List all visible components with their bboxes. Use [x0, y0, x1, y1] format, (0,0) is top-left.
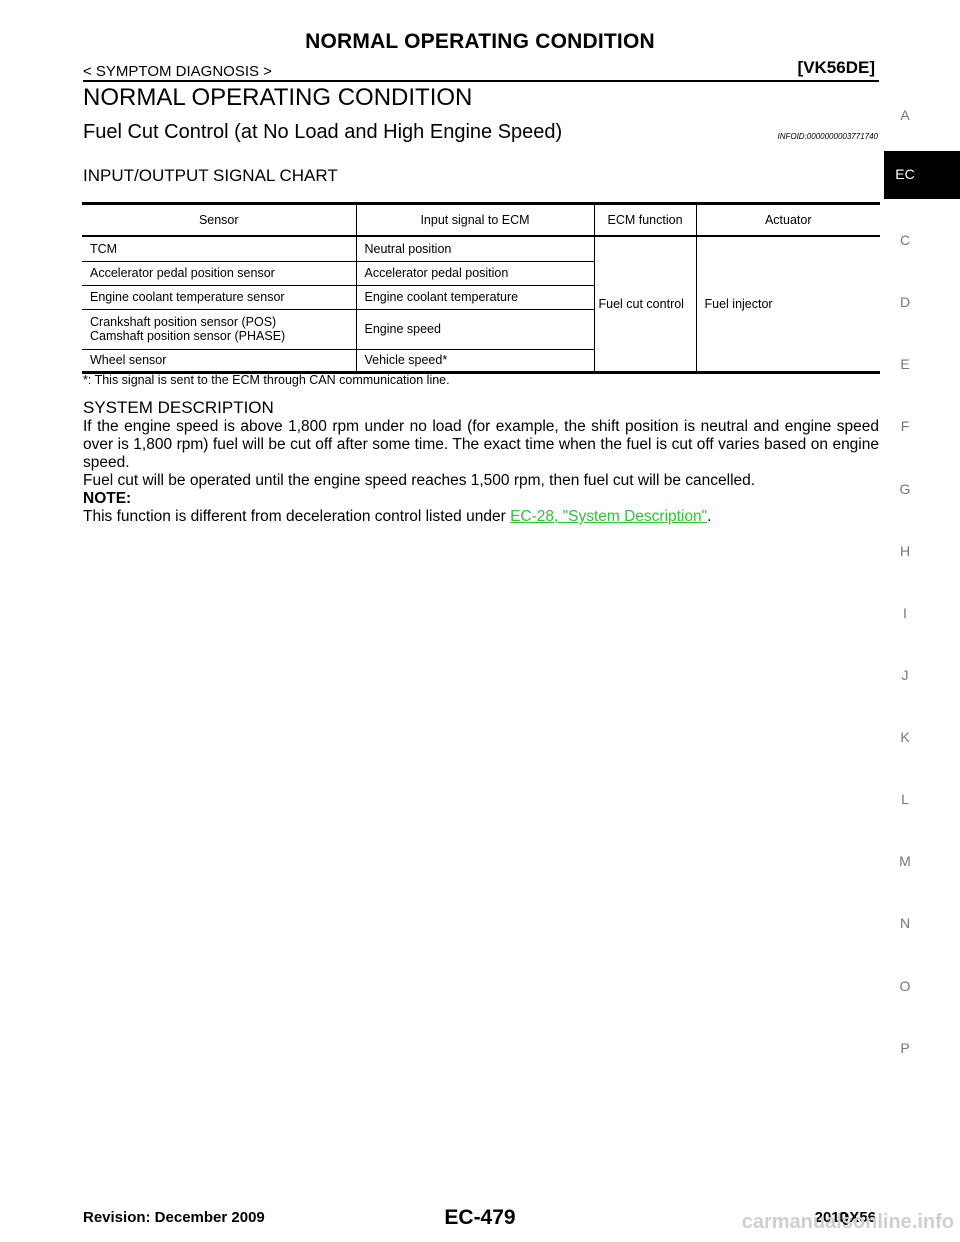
cell-sensor-line1: Crankshaft position sensor (POS) [90, 315, 277, 329]
cell-signal: Neutral position [355, 236, 594, 261]
note-paragraph: This function is different from decelera… [83, 508, 879, 526]
header-sensor: Sensor [198, 213, 239, 227]
header-actuator: Actuator [695, 203, 880, 236]
index-tab-m[interactable]: M [899, 853, 911, 869]
system-description-body: If the engine speed is above 1,800 rpm u… [83, 418, 879, 526]
index-tab-o[interactable]: O [899, 978, 911, 994]
table-row: Wheel sensor Vehicle speed* [82, 349, 880, 372]
index-tab-p[interactable]: P [900, 1040, 910, 1056]
model-code: [VK56DE] [797, 58, 875, 77]
section-heading: NORMAL OPERATING CONDITION [83, 84, 473, 111]
cell-sensor-line2: Camshaft position sensor (PHASE) [90, 329, 286, 343]
index-tab-ec-active[interactable]: EC [884, 151, 960, 199]
info-id: INFOID:0000000003771740 [777, 132, 878, 141]
index-tab-c[interactable]: C [899, 232, 911, 248]
index-tab-h[interactable]: H [899, 543, 911, 559]
cell-signal: Accelerator pedal position [355, 261, 594, 285]
paragraph: Fuel cut will be operated until the engi… [83, 472, 756, 489]
table-footnote: *: This signal is sent to the ECM throug… [83, 373, 450, 387]
index-tab-f[interactable]: F [900, 418, 910, 434]
section-index-rail: A EC C D E F G H I J K L M N O P [884, 0, 960, 1242]
table-header-row: Sensor Input signal to ECM ECM function … [82, 203, 880, 236]
footer-page-number: EC-479 [444, 1206, 516, 1229]
table-row: Accelerator pedal position sensor Accele… [82, 261, 880, 285]
cell-signal: Engine speed [355, 309, 594, 349]
index-tab-l[interactable]: L [901, 791, 909, 807]
cell-sensor: Wheel sensor [90, 353, 167, 367]
page-title: NORMAL OPERATING CONDITION [305, 30, 655, 53]
note-end: . [707, 508, 712, 525]
index-tab-g[interactable]: G [899, 481, 911, 497]
header-ecm-function: ECM function [593, 203, 696, 236]
cell-ecm-function: Fuel cut control [593, 236, 696, 372]
cell-sensor: Crankshaft position sensor (POS) Camshaf… [82, 309, 356, 349]
index-tab-n[interactable]: N [899, 915, 911, 931]
index-tab-j[interactable]: J [901, 667, 909, 683]
index-tab-a[interactable]: A [900, 107, 910, 123]
index-tab-i[interactable]: I [903, 605, 907, 621]
cell-sensor: Engine coolant temperature sensor [90, 290, 285, 304]
note-text: This function is different from decelera… [83, 508, 506, 525]
index-tab-d[interactable]: D [899, 294, 911, 310]
cross-reference-link[interactable]: EC-28, "System Description" [510, 508, 708, 525]
footer-year: 2010 [814, 1209, 848, 1226]
table-row: TCM Neutral position Fuel cut control Fu… [82, 236, 880, 372]
index-tab-e[interactable]: E [900, 356, 910, 372]
breadcrumb: < SYMPTOM DIAGNOSIS > [83, 63, 272, 80]
sub-heading: Fuel Cut Control (at No Load and High En… [83, 121, 563, 143]
table-row: Engine coolant temperature sensor Engine… [82, 285, 880, 309]
chart-heading: INPUT/OUTPUT SIGNAL CHART [83, 166, 338, 185]
header-input-signal: Input signal to ECM [355, 203, 594, 236]
header-rule [83, 80, 879, 82]
cell-sensor: Accelerator pedal position sensor [90, 266, 275, 280]
footer-model: QX56 [837, 1209, 876, 1226]
index-tab-k[interactable]: K [900, 729, 910, 745]
cell-signal: Engine coolant temperature [355, 285, 594, 309]
system-description-heading: SYSTEM DESCRIPTION [83, 398, 274, 417]
index-tab-ec-label: EC [895, 166, 915, 182]
cell-sensor: TCM [90, 241, 118, 256]
paragraph: If the engine speed is above 1,800 rpm u… [83, 418, 879, 471]
note-label: NOTE: [83, 490, 132, 507]
table-row: Crankshaft position sensor (POS) Camshaf… [82, 309, 880, 349]
cell-signal: Vehicle speed* [355, 349, 594, 372]
cell-actuator: Fuel injector [695, 236, 880, 372]
watermark: carmanualsonline.info [741, 1211, 954, 1233]
signal-chart-table: Sensor Input signal to ECM ECM function … [82, 202, 880, 374]
footer-revision: Revision: December 2009 [83, 1209, 265, 1226]
